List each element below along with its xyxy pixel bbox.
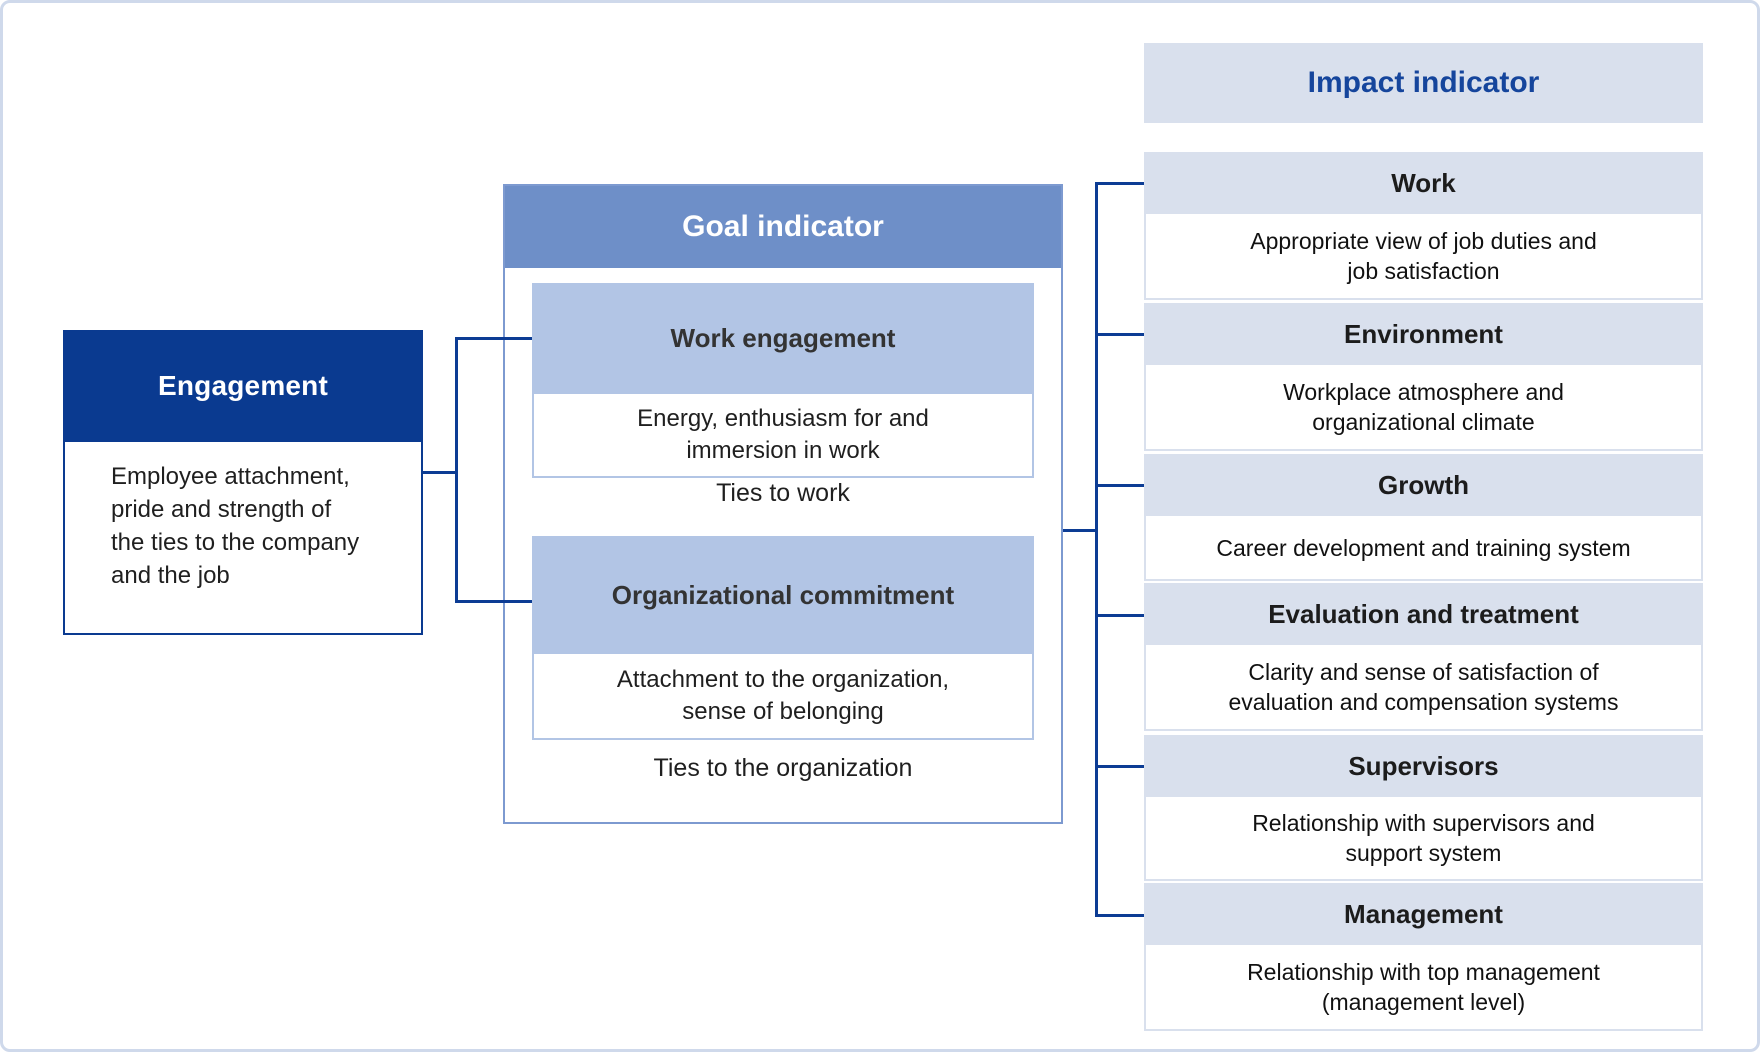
- organizational-commitment-box: Organizational commitment Attachment to …: [532, 536, 1034, 740]
- engagement-box: Engagement Employee attachment, pride an…: [63, 330, 423, 635]
- connector-evaluation-stub: [1095, 614, 1144, 617]
- connector-growth-stub: [1095, 484, 1144, 487]
- connector-right-trunk: [1095, 182, 1098, 917]
- ties-to-organization-caption: Ties to the organization: [653, 754, 913, 782]
- impact-box-work-description: Appropriate view of job duties and job s…: [1144, 214, 1703, 300]
- connector-work-engagement-stub: [455, 337, 532, 340]
- organizational-commitment-title: Organizational commitment: [532, 536, 1034, 654]
- impact-box-supervisors-title: Supervisors: [1144, 735, 1703, 797]
- impact-box-work-title: Work: [1144, 152, 1703, 214]
- connector-left-trunk: [455, 337, 458, 603]
- work-engagement-title: Work engagement: [532, 283, 1034, 394]
- work-engagement-description: Energy, enthusiasm for and immersion in …: [532, 394, 1034, 478]
- goal-indicator-title: Goal indicator: [505, 186, 1061, 268]
- connector-supervisors-stub: [1095, 765, 1144, 768]
- impact-box-growth: Growth Career development and training s…: [1144, 454, 1703, 581]
- connector-environment-stub: [1095, 333, 1144, 336]
- impact-box-environment-description: Workplace atmosphere and organizational …: [1144, 365, 1703, 451]
- connector-engagement-stub: [423, 471, 456, 474]
- impact-box-work: Work Appropriate view of job duties and …: [1144, 152, 1703, 300]
- ties-to-work-caption: Ties to work: [716, 479, 850, 507]
- impact-box-management-description: Relationship with top management (manage…: [1144, 945, 1703, 1031]
- impact-box-environment-title: Environment: [1144, 303, 1703, 365]
- connector-organizational-commitment-stub: [455, 600, 532, 603]
- impact-box-growth-description: Career development and training system: [1144, 516, 1703, 581]
- connector-management-stub: [1095, 914, 1144, 917]
- impact-box-growth-title: Growth: [1144, 454, 1703, 516]
- goal-indicator-box: Goal indicator Work engagement Energy, e…: [503, 184, 1063, 824]
- impact-box-evaluation-title: Evaluation and treatment: [1144, 583, 1703, 645]
- connector-work-stub: [1095, 182, 1144, 185]
- impact-box-environment: Environment Workplace atmosphere and org…: [1144, 303, 1703, 451]
- engagement-title: Engagement: [63, 330, 423, 442]
- impact-box-evaluation-and-treatment: Evaluation and treatment Clarity and sen…: [1144, 583, 1703, 731]
- impact-box-supervisors-description: Relationship with supervisors and suppor…: [1144, 797, 1703, 881]
- work-engagement-box: Work engagement Energy, enthusiasm for a…: [532, 283, 1034, 478]
- impact-indicator-header: Impact indicator: [1144, 43, 1703, 123]
- engagement-description: Employee attachment, pride and strength …: [63, 442, 423, 635]
- impact-indicator-title: Impact indicator: [1307, 66, 1540, 99]
- impact-box-evaluation-description: Clarity and sense of satisfaction of eva…: [1144, 645, 1703, 731]
- impact-box-management: Management Relationship with top managem…: [1144, 883, 1703, 1031]
- impact-box-management-title: Management: [1144, 883, 1703, 945]
- impact-box-supervisors: Supervisors Relationship with supervisor…: [1144, 735, 1703, 881]
- organizational-commitment-description: Attachment to the organization, sense of…: [532, 654, 1034, 740]
- connector-goal-stub: [1063, 529, 1096, 532]
